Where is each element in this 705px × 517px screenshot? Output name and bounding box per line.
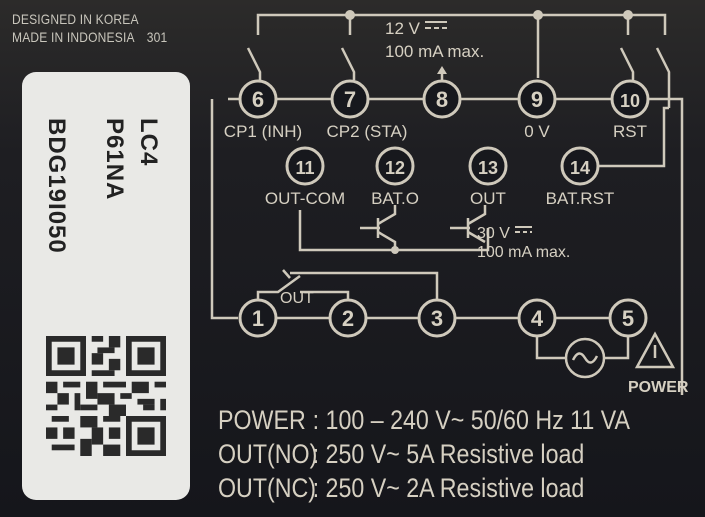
terminal-number: 5 <box>622 306 634 331</box>
spec-row-out-no: OUT(NO): 250 V~ 5A Resistive load <box>218 437 630 471</box>
terminal-number: 11 <box>295 158 314 178</box>
power-label: POWER <box>628 379 689 396</box>
spec-table: POWER: 100 – 240 V~ 50/60 Hz 11 VA OUT(N… <box>218 403 630 505</box>
spec-row-power: POWER: 100 – 240 V~ 50/60 Hz 11 VA <box>218 403 630 437</box>
top-bus-wire <box>256 13 667 35</box>
spec-value: 250 V~ 2A Resistive load <box>325 473 585 503</box>
relay-out-label: OUT <box>280 290 314 307</box>
serial-number: BDG19I050 <box>43 118 70 254</box>
switch-batrst <box>655 47 671 108</box>
transistor-voltage: 30 V <box>477 225 510 242</box>
terminal-circle <box>468 146 508 186</box>
spec-key: OUT(NO) <box>218 439 318 469</box>
terminal-number: 8 <box>436 87 448 112</box>
spec-key: POWER <box>218 405 306 435</box>
terminal-label: RST <box>613 122 647 141</box>
terminal-circle <box>517 79 557 119</box>
terminal-number: 13 <box>478 158 498 178</box>
terminal-label: OUT <box>470 189 506 208</box>
terminal-label: 0 V <box>524 122 550 141</box>
lot-number: 301 <box>146 29 168 45</box>
supply-voltage: 12 V <box>385 19 421 38</box>
terminal-label: CP2 (STA) <box>327 122 408 141</box>
terminal-circle <box>238 298 278 338</box>
terminal-number: 1 <box>252 306 264 331</box>
terminal-circle <box>330 79 370 119</box>
switch-cp1 <box>246 47 262 80</box>
qr-code <box>46 336 166 456</box>
warning-icon <box>634 331 676 369</box>
spec-sep: : <box>312 439 320 469</box>
terminal-label: BAT.RST <box>546 189 615 208</box>
switch-rst <box>619 47 635 80</box>
terminal-number: 10 <box>620 91 640 111</box>
terminal-circle <box>328 298 368 338</box>
terminal-number: 2 <box>342 306 354 331</box>
spec-value: 250 V~ 5A Resistive load <box>325 439 585 469</box>
terminal-number: 7 <box>344 87 356 112</box>
model-code: LC4 <box>135 118 162 167</box>
origin-text: DESIGNED IN KOREA MADE IN INDONESIA 301 <box>12 10 167 46</box>
ac-source-icon <box>564 337 606 379</box>
terminal-circle <box>238 79 278 119</box>
terminal-label: BAT.O <box>371 189 419 208</box>
terminal-circle <box>608 298 648 338</box>
terminal-number: 6 <box>252 87 264 112</box>
terminal-circle <box>517 298 557 338</box>
dc-icon <box>515 226 532 233</box>
terminal-number: 4 <box>531 306 544 331</box>
spec-sep: : <box>312 405 320 435</box>
terminal-circle <box>422 79 462 119</box>
terminal-number: 14 <box>570 158 590 178</box>
type-code: P61NA <box>101 118 128 201</box>
terminal-label: CP1 (INH) <box>224 122 302 141</box>
dc-icon <box>425 21 447 29</box>
terminal-circle <box>285 146 325 186</box>
terminal-circle <box>417 298 457 338</box>
spec-value: 100 – 240 V~ 50/60 Hz 11 VA <box>325 405 630 435</box>
made-in: MADE IN INDONESIA <box>12 29 135 45</box>
spec-key: OUT(NC) <box>218 473 317 503</box>
terminal-circle <box>610 79 650 119</box>
spec-row-out-nc: OUT(NC): 250 V~ 2A Resistive load <box>218 471 630 505</box>
terminal-number: 9 <box>531 87 543 112</box>
designed-in: DESIGNED IN KOREA <box>12 11 139 27</box>
spec-sep: : <box>312 473 320 503</box>
terminal-number: 3 <box>431 306 443 331</box>
transistor-current: 100 mA max. <box>477 244 570 261</box>
terminal-number: 12 <box>385 158 405 178</box>
terminal-circle <box>375 146 415 186</box>
terminal-circle <box>560 146 600 186</box>
switch-cp2 <box>340 47 356 80</box>
supply-current: 100 mA max. <box>385 42 484 61</box>
terminal-label: OUT-COM <box>265 189 345 208</box>
